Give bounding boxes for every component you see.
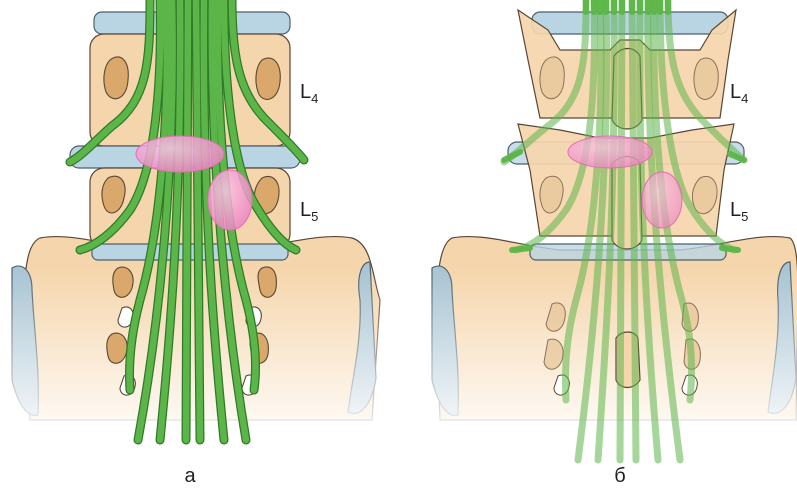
level-label-l4-b: L4 — [730, 81, 748, 106]
herniation-lateral-b — [642, 172, 682, 228]
panel-caption-b: б — [614, 465, 625, 487]
panel-caption-a: а — [184, 465, 196, 487]
level-label-l5-a: L5 — [300, 199, 318, 224]
level-label-l4-a: L4 — [300, 81, 318, 106]
herniation-central-a — [136, 136, 224, 172]
level-label-l5-b: L5 — [730, 199, 748, 224]
panel-a: L4 L5 а — [12, 0, 380, 487]
herniation-lateral-a — [208, 170, 252, 230]
herniation-central-b — [568, 136, 652, 168]
sacrum-pelvis-b — [436, 237, 797, 420]
panel-b: L4 L5 б — [432, 0, 797, 487]
